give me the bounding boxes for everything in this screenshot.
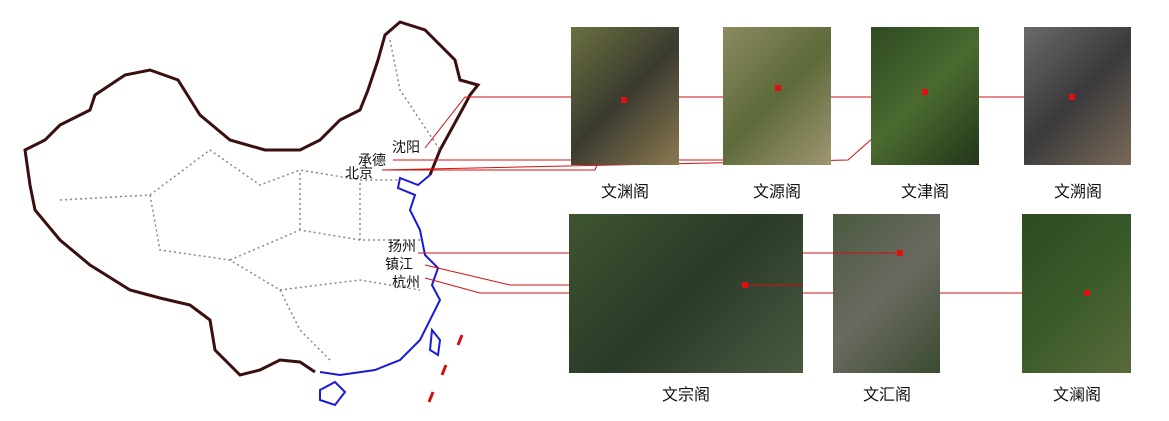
province-borders: [59, 39, 441, 361]
satellite-photo-wenjinge: [871, 27, 979, 165]
caption-wenjinge: 文津阁: [900, 182, 949, 201]
taiwan-island: [428, 327, 442, 357]
satellite-photo-wensuge: [1024, 27, 1131, 165]
satellite-photo-wenyuange: [571, 27, 679, 165]
location-dot: [775, 85, 781, 91]
city-label-zhenjiang: 镇江: [385, 257, 413, 273]
caption-wenyuange-yuanmingyuan: 文源阁: [752, 182, 801, 201]
city-label-hangzhou: 杭州: [392, 275, 420, 291]
location-dot: [922, 89, 928, 95]
caption-wenlange: 文澜阁: [1052, 385, 1101, 404]
satellite-photo-wenhuige: [833, 214, 940, 373]
caption-wenzongge: 文宗阁: [661, 385, 710, 404]
satellite-photo-wenyuanyuan: [723, 27, 831, 165]
hainan-island: [319, 380, 347, 407]
caption-wensuge: 文溯阁: [1053, 182, 1102, 201]
satellite-photo-wenzongge: [569, 214, 803, 373]
satellite-photo-wenlange: [1022, 214, 1131, 373]
city-label-beijing: 北京: [345, 166, 373, 182]
city-label-chengde: 承德: [358, 153, 386, 169]
south-sea-dashes: [427, 334, 464, 403]
location-dot: [621, 97, 627, 103]
location-dot: [1084, 290, 1090, 296]
city-label-shenyang: 沈阳: [392, 140, 420, 156]
city-label-yangzhou: 扬州: [388, 239, 416, 255]
caption-wenyuange: 文渊阁: [600, 182, 649, 201]
china-land-border: [23, 20, 481, 377]
location-dot: [1069, 94, 1075, 100]
caption-wenhuige: 文汇阁: [862, 385, 911, 404]
